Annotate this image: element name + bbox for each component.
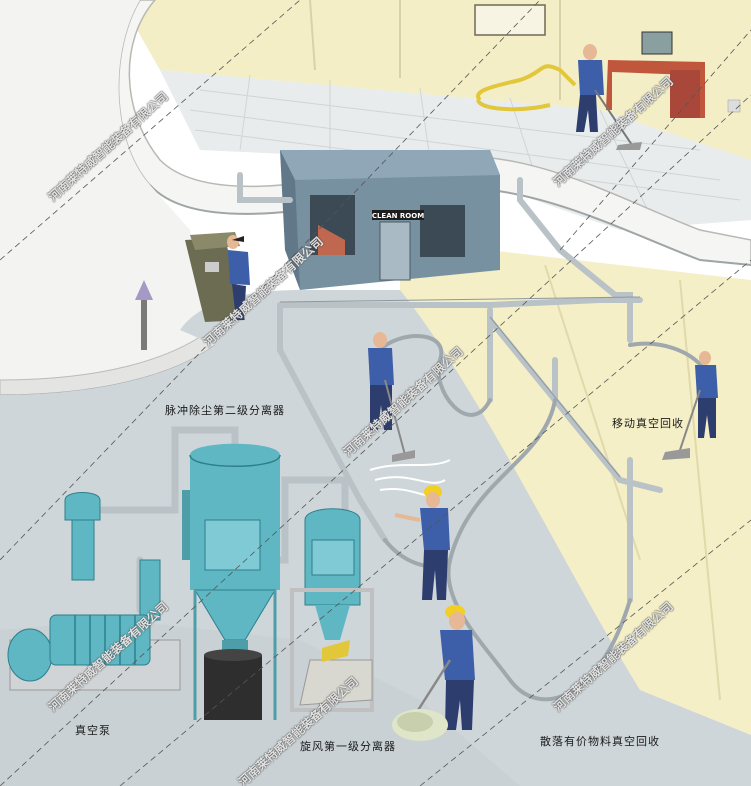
pipe-highlights xyxy=(279,296,641,478)
pipe-network xyxy=(237,172,663,603)
worker-center xyxy=(368,332,451,497)
label-vacuum-pump: 真空泵 xyxy=(75,724,111,737)
pulse-separator xyxy=(182,443,281,720)
vacuum-pump xyxy=(7,492,181,691)
upper-wall xyxy=(120,0,751,160)
label-pulse-separator: 脉冲除尘第二级分离器 xyxy=(165,404,285,417)
cyclone-separator xyxy=(290,508,374,712)
clean-room-sign: CLEAN ROOM xyxy=(372,212,424,220)
worker-hardhat-middle xyxy=(394,485,450,600)
label-scattered-material: 散落有价物料真空回收 xyxy=(540,735,660,748)
label-mobile-recovery: 移动真空回收 xyxy=(612,417,684,430)
worker-right xyxy=(662,351,718,460)
left-wall xyxy=(0,0,210,380)
worker-hardhat-bottom xyxy=(392,605,475,741)
label-cyclone-separator: 旋风第一级分离器 xyxy=(300,740,396,753)
